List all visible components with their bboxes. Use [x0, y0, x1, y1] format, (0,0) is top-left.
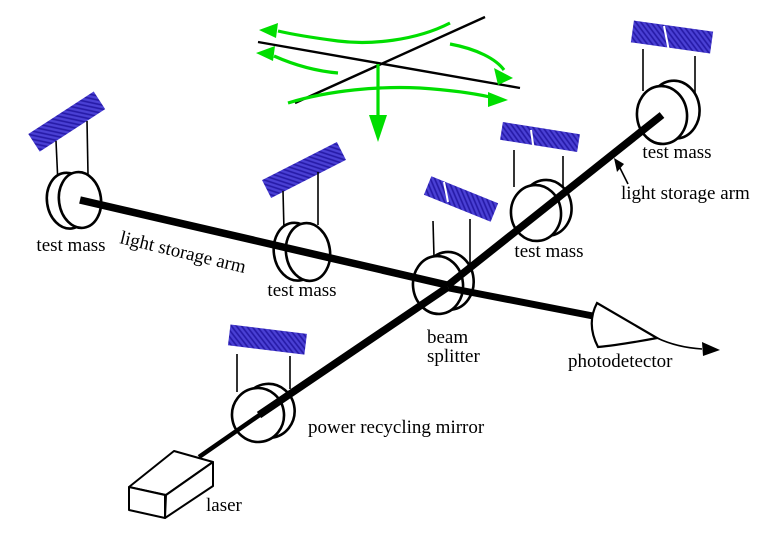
suspension-wire: [86, 120, 89, 175]
label-test-mass-top-right: test mass: [642, 142, 711, 163]
photodetector-output-arrowhead: [702, 342, 720, 356]
label-test-mass-left: test mass: [36, 235, 105, 256]
wave-curve-right: [449, 42, 506, 72]
pointer-line: [619, 167, 629, 185]
beam-light-storage-arm-right: [444, 112, 665, 289]
beam-laser-to-recycling-mirror: [197, 412, 263, 459]
wave-curve-bottom: [287, 85, 491, 105]
gravitational-wave-symbol: [256, 15, 521, 142]
label-test-mass-middle: test mass: [267, 280, 336, 301]
laser-box: [128, 450, 214, 519]
label-light-storage-arm-right: light storage arm: [621, 183, 750, 204]
suspension-wire: [282, 190, 285, 232]
wave-curve-left: [273, 54, 339, 75]
support-middle-test-mass: [262, 142, 346, 198]
wave-arrowhead-down: [369, 115, 387, 142]
label-photodetector: photodetector: [568, 351, 673, 372]
wave-field-lines: [273, 21, 506, 117]
light-storage-arm-pointer: [614, 158, 629, 185]
wave-axis-line: [257, 40, 521, 90]
suspension-supports: [28, 20, 714, 355]
wave-arrowhead-right-upper: [494, 68, 513, 85]
label-power-recycling-mirror: power recycling mirror: [308, 417, 485, 438]
label-test-mass-right: test mass: [514, 241, 583, 262]
wave-axis-line: [294, 15, 486, 105]
photodetector-cone: [590, 301, 661, 349]
pointer-arrowhead: [614, 158, 624, 172]
beam-recycling-mirror-to-splitter: [256, 283, 451, 419]
suspension-wire: [432, 220, 435, 258]
support-seam: [530, 129, 535, 152]
label-laser: laser: [206, 495, 243, 516]
photodetector-symbol: [590, 301, 720, 356]
support-seam: [663, 25, 670, 52]
wave-curve-top: [277, 21, 451, 44]
wave-arrowhead-left-upper: [259, 23, 278, 38]
support-left-test-mass: [28, 91, 106, 152]
label-beam-splitter-line2: splitter: [427, 346, 480, 367]
wave-arrowhead-right-lower: [488, 92, 508, 107]
beam-light-storage-arm-left: [79, 196, 448, 289]
photodetector-output-line: [656, 337, 703, 350]
support-power-recycling-mirror: [227, 324, 307, 355]
beam-to-photodetector: [448, 284, 594, 320]
wave-arrowheads: [256, 23, 513, 142]
support-seam: [443, 181, 449, 203]
test-mass-mirror-left: [45, 170, 103, 230]
support-top-right-test-mass: [630, 20, 714, 54]
laser-beams: [79, 112, 665, 459]
wave-arrowhead-left-lower: [256, 46, 275, 61]
support-right-test-mass: [500, 122, 580, 152]
label-beam-splitter-line1: beam: [427, 327, 468, 348]
support-beam-splitter: [423, 176, 499, 222]
